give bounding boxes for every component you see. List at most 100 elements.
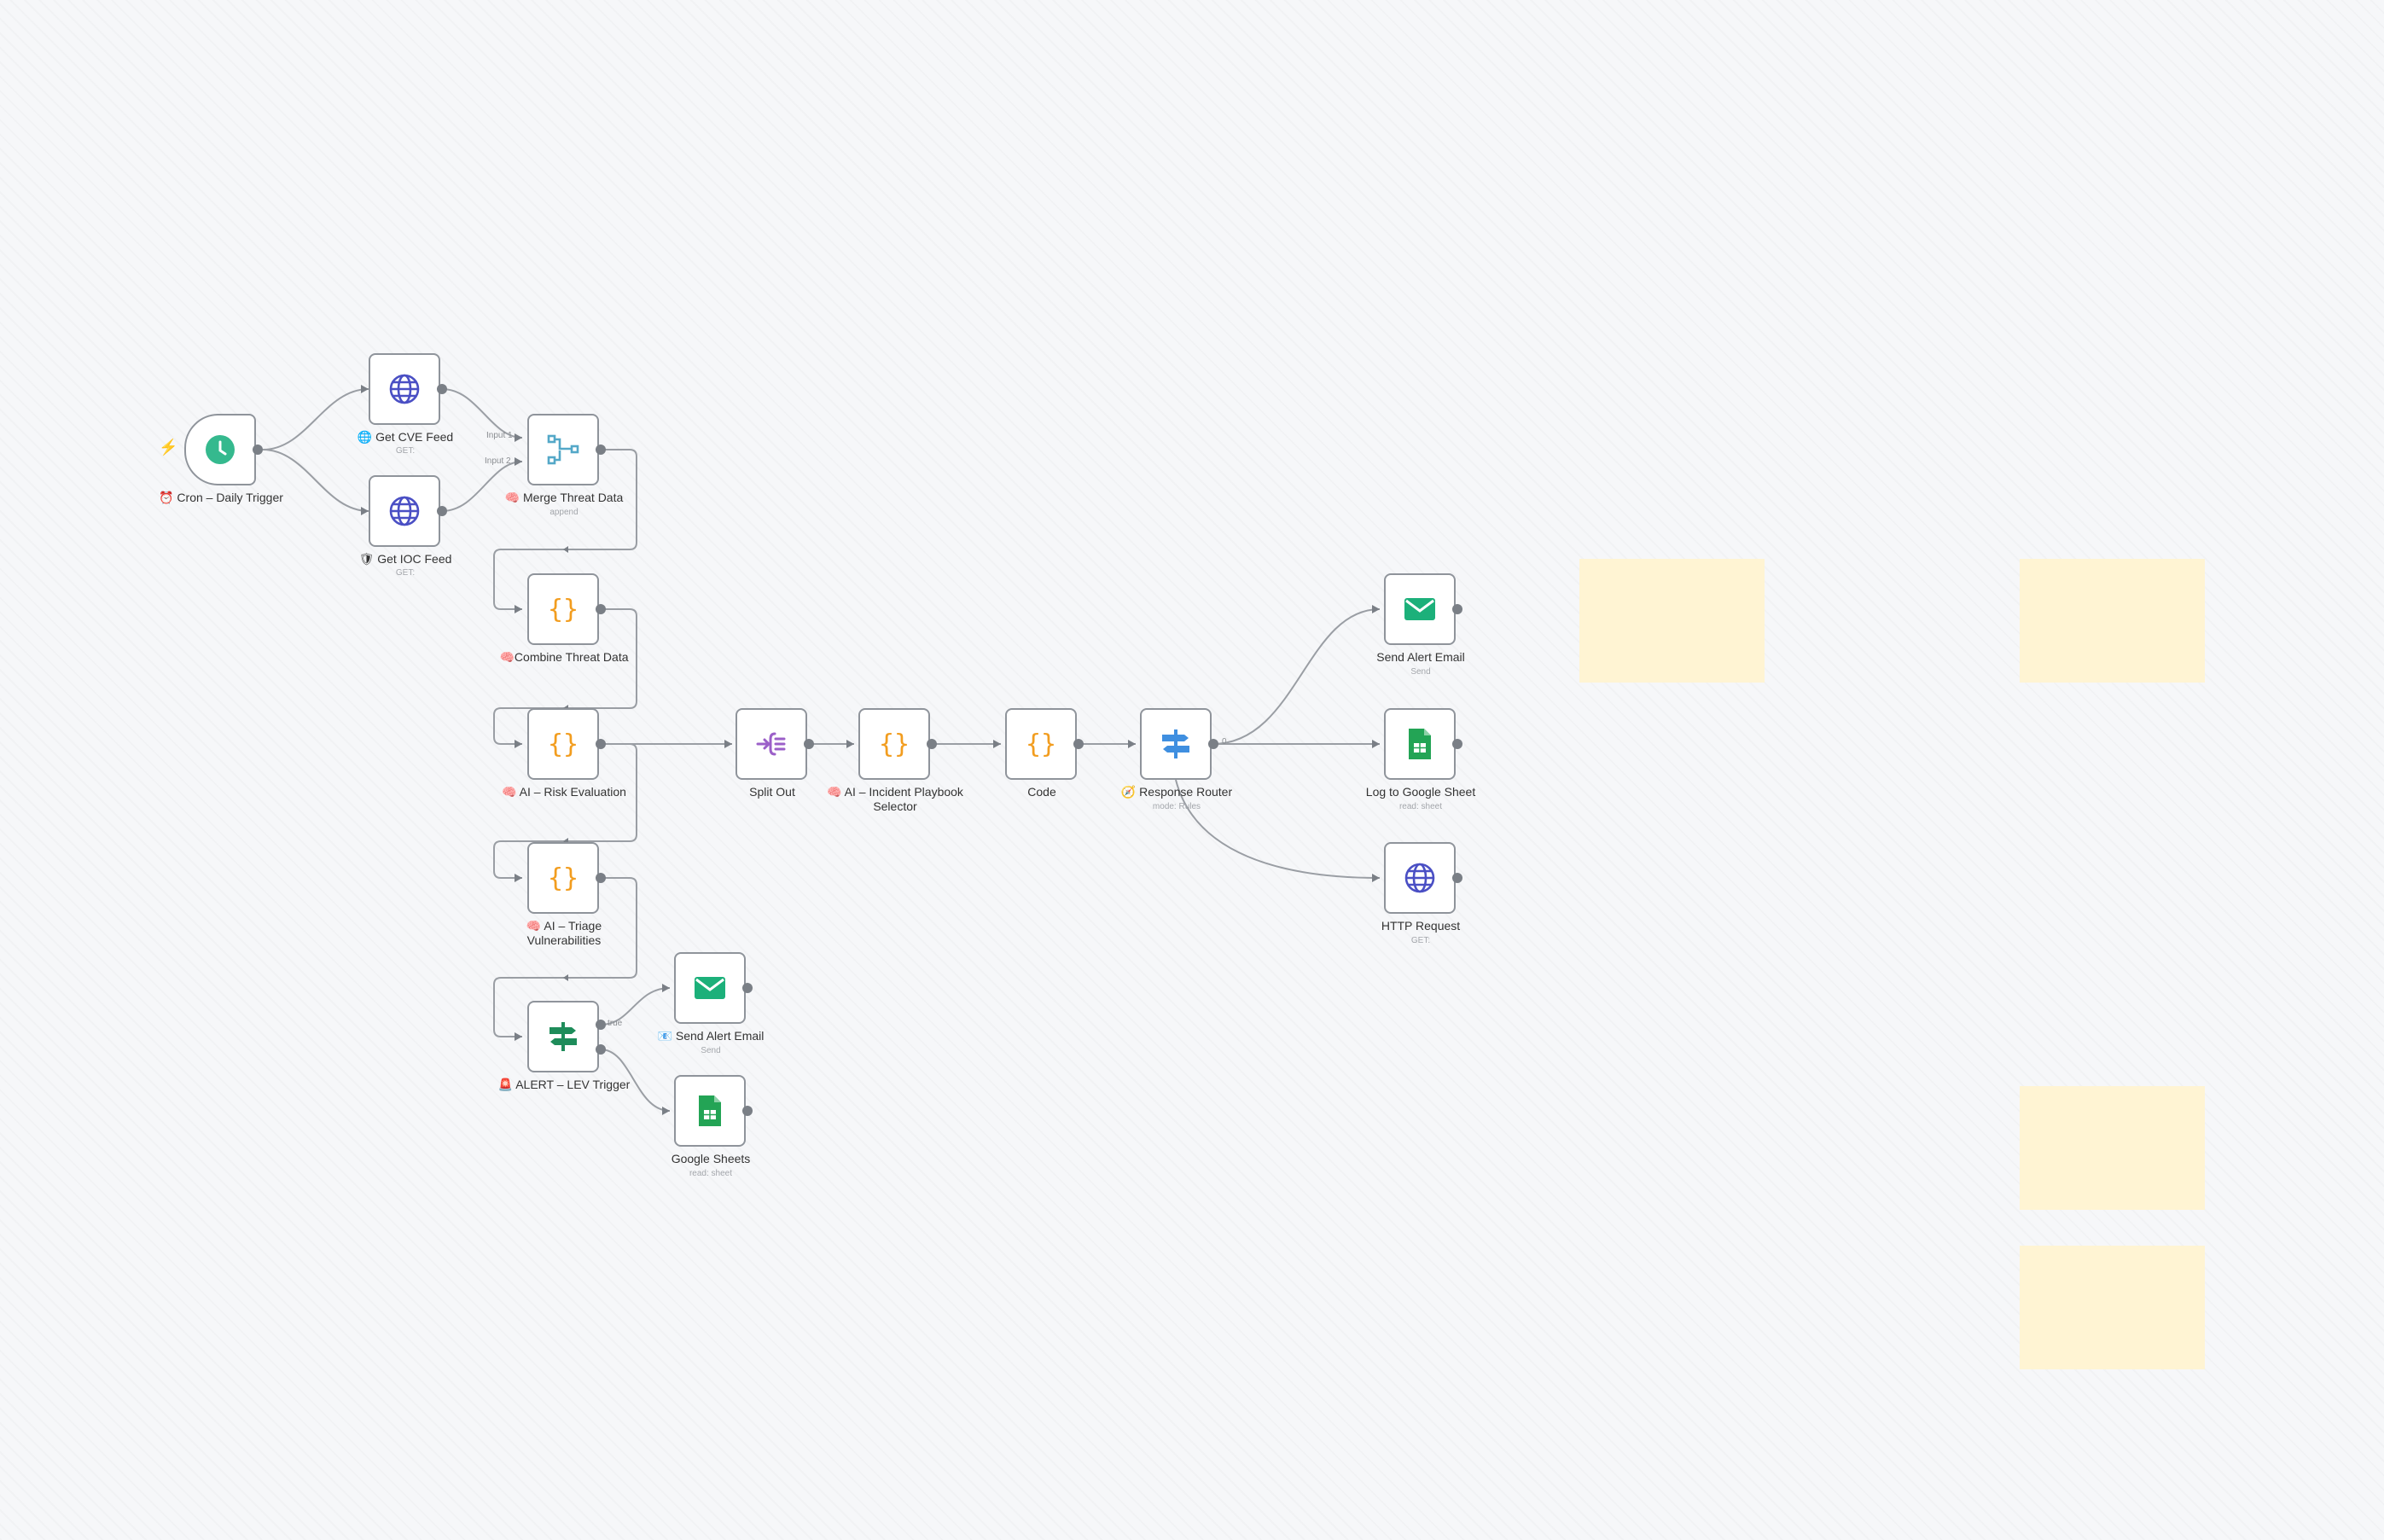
sheets-icon [696, 1094, 724, 1128]
node-label: 🧠 Merge Threat Data [504, 491, 624, 504]
code-braces-icon: {} [1024, 727, 1058, 761]
edge-router-email2 [1212, 608, 1381, 745]
node-label: 🛡 Get IOC Feed [358, 552, 452, 566]
output-port[interactable] [437, 384, 447, 394]
sticky-note[interactable] [2020, 1246, 2205, 1369]
node-ai-triage-vulnerabilities[interactable]: {} [527, 842, 599, 914]
clock-icon [205, 434, 235, 465]
envelope-icon [693, 975, 727, 1001]
code-braces-icon: {} [546, 592, 580, 626]
code-braces-icon: {} [877, 727, 911, 761]
edge-cve-merge [441, 388, 523, 439]
node-subtitle: GET: [1410, 936, 1431, 945]
node-combine-threat-data[interactable]: {} [527, 573, 599, 645]
node-get-ioc-feed[interactable] [369, 475, 440, 547]
trigger-bolt-icon: ⚡ [159, 439, 178, 456]
output-port[interactable] [1452, 739, 1462, 749]
node-subtitle: append [549, 508, 579, 517]
node-send-alert-email-2[interactable] [1384, 573, 1456, 645]
node-label: 🌐 Get CVE Feed [357, 430, 454, 444]
node-http-request[interactable] [1384, 842, 1456, 914]
node-label: Google Sheets [671, 1152, 751, 1165]
output-port[interactable] [596, 873, 606, 883]
output-port[interactable] [437, 506, 447, 516]
node-label: 🧠Combine Threat Data [499, 650, 629, 664]
node-code[interactable]: {} [1005, 708, 1077, 780]
envelope-icon [1403, 596, 1437, 622]
node-merge-threat-data[interactable] [527, 414, 599, 485]
node-label: 🚨 ALERT – LEV Trigger [497, 1078, 631, 1091]
sticky-note[interactable] [2020, 1086, 2205, 1210]
node-subtitle: mode: Rules [1152, 802, 1201, 811]
port-label-input-2: Input 2 [485, 456, 511, 466]
output-port[interactable] [596, 604, 606, 614]
edge-alert-sheets1 [600, 1049, 671, 1112]
node-label: ⏰ Cron – Daily Trigger [159, 491, 283, 504]
node-label: Split Out [749, 785, 795, 799]
port-label-true: true [608, 1019, 623, 1028]
node-label: 🧠 AI – Triage Vulnerabilities [526, 919, 602, 947]
edge-cron-ioc [262, 449, 369, 512]
svg-text:{}: {} [548, 729, 579, 759]
node-ai-risk-evaluation[interactable]: {} [527, 708, 599, 780]
output-port[interactable] [804, 739, 814, 749]
globe-icon [1404, 862, 1436, 894]
output-port[interactable] [253, 445, 263, 455]
node-send-alert-email[interactable] [674, 952, 746, 1024]
node-label: Code [1027, 785, 1056, 799]
node-subtitle: read: sheet [689, 1169, 733, 1178]
globe-icon [388, 495, 421, 527]
merge-icon [546, 433, 580, 467]
node-label: 🧠 AI – Incident Playbook Selector [827, 785, 963, 813]
edge-alert-email1 [600, 987, 671, 1026]
svg-text:{}: {} [879, 729, 910, 759]
node-subtitle: GET: [395, 446, 416, 456]
node-response-router[interactable] [1140, 708, 1212, 780]
output-port[interactable] [1452, 604, 1462, 614]
code-braces-icon: {} [546, 727, 580, 761]
node-google-sheets[interactable] [674, 1075, 746, 1147]
sticky-note[interactable] [1579, 559, 1765, 683]
output-port[interactable] [596, 739, 606, 749]
output-port-false[interactable] [596, 1044, 606, 1055]
globe-icon [388, 373, 421, 405]
code-braces-icon: {} [546, 861, 580, 895]
split-out-icon [754, 727, 788, 761]
node-ai-incident-playbook-selector[interactable]: {} [858, 708, 930, 780]
sticky-note[interactable] [2020, 559, 2205, 683]
node-label: 📧 Send Alert Email [657, 1029, 765, 1043]
edge-cron-cve [262, 388, 369, 450]
output-port[interactable] [1073, 739, 1084, 749]
port-label-output-0: 0 [1222, 737, 1227, 747]
svg-text:{}: {} [548, 863, 579, 893]
node-alert-lev-trigger[interactable] [527, 1001, 599, 1072]
output-port[interactable] [1452, 873, 1462, 883]
output-port[interactable] [742, 983, 753, 993]
if-switch-icon [546, 1020, 580, 1054]
sheets-icon [1406, 727, 1433, 761]
node-log-to-google-sheet[interactable] [1384, 708, 1456, 780]
node-label: 🧠 AI – Risk Evaluation [502, 785, 626, 799]
output-port[interactable] [596, 445, 606, 455]
output-port-true[interactable] [596, 1020, 606, 1030]
edge-ioc-merge [441, 461, 523, 512]
node-subtitle: GET: [395, 568, 416, 578]
node-subtitle: Send [701, 1046, 721, 1055]
output-port[interactable] [742, 1106, 753, 1116]
switch-icon [1159, 727, 1193, 761]
output-port[interactable] [927, 739, 937, 749]
node-label: Log to Google Sheet [1365, 785, 1476, 799]
node-label: Send Alert Email [1376, 650, 1465, 664]
node-subtitle: read: sheet [1398, 802, 1443, 811]
svg-text:{}: {} [1026, 729, 1056, 759]
port-label-input-1: Input 1 [486, 431, 513, 440]
node-label: 🧭 Response Router [1120, 785, 1233, 799]
node-get-cve-feed[interactable] [369, 353, 440, 425]
node-subtitle: Send [1410, 667, 1431, 677]
output-port[interactable] [1208, 739, 1218, 749]
node-label: HTTP Request [1381, 919, 1461, 933]
node-split-out[interactable] [736, 708, 807, 780]
svg-text:{}: {} [548, 595, 579, 625]
edge-router-http [1175, 779, 1381, 879]
node-cron-daily-trigger[interactable] [184, 414, 256, 485]
